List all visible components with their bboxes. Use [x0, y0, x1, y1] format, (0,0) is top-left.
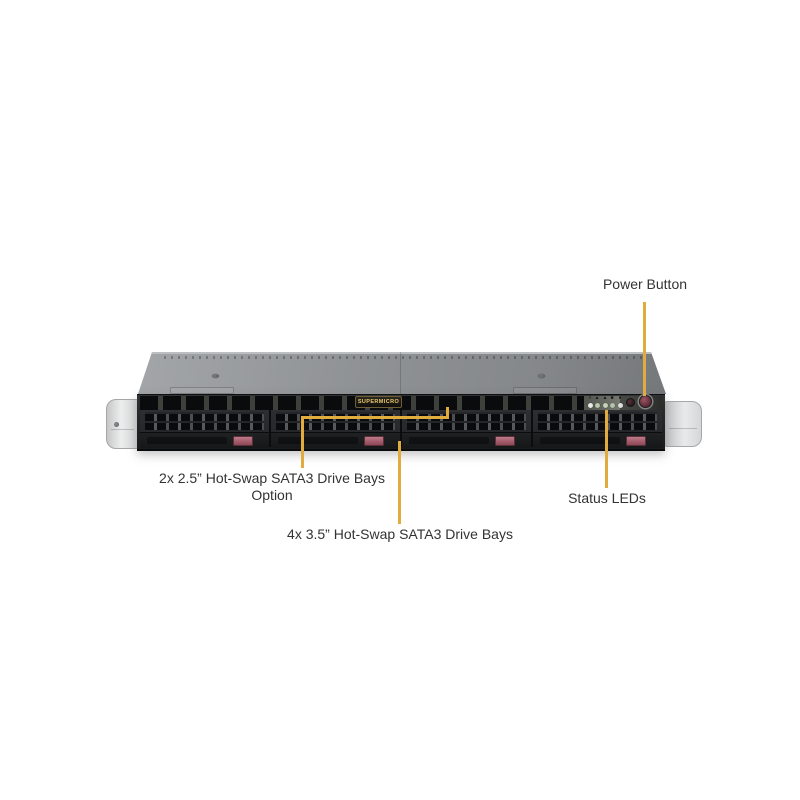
drive-bay-1 — [140, 410, 269, 448]
nic2-activity-led-icon: ■ — [610, 395, 614, 401]
drive-tray-bottom — [271, 432, 400, 448]
status-led-dot — [617, 403, 623, 408]
status-led-dot — [595, 403, 600, 408]
callout-line-35bays — [398, 441, 401, 524]
status-led-dot — [587, 403, 593, 408]
right-ear-crease — [669, 428, 697, 430]
hdd-activity-led-icon: ● — [618, 395, 622, 401]
left-rack-ear — [106, 399, 139, 449]
callout-25bays-label-line1: 2x 2.5” Hot-Swap SATA3 Drive Bays — [159, 470, 385, 486]
left-ear-crease — [111, 428, 134, 430]
supermicro-logo-badge: SUPERMICRO — [355, 396, 402, 408]
lid-back-edge-highlight — [152, 352, 652, 354]
drive-tray-perforations — [538, 412, 657, 431]
power-led-icon: ▲ — [594, 395, 600, 401]
callout-line-25bays-riser — [446, 407, 449, 419]
drive-tray-perforations — [145, 412, 264, 431]
callout-line-25bays-drop — [301, 419, 304, 468]
left-ear-screw-hole — [114, 422, 119, 427]
callout-line-25bays-horizontal — [301, 416, 449, 419]
drive-tray-perforations — [276, 412, 395, 431]
drive-tray-latch — [626, 436, 646, 446]
chassis-front-panel: SUPERMICRO i ▲ ▲ ■ ● — [137, 394, 665, 451]
drive-tray-handle — [540, 437, 620, 444]
drive-tray-handle — [147, 437, 227, 444]
callout-status-leds-label: Status LEDs — [568, 490, 646, 506]
chassis-top-lid — [138, 352, 666, 394]
right-rack-ear — [664, 401, 702, 447]
lid-etched-strip-left — [170, 387, 234, 394]
drive-tray-latch — [233, 436, 253, 446]
callout-35bays-label: 4x 3.5” Hot-Swap SATA3 Drive Bays — [287, 526, 513, 542]
callout-line-power-button — [643, 302, 646, 396]
callout-25bays-label-line2: Option — [251, 487, 293, 503]
drive-tray-bottom — [402, 432, 531, 448]
lid-etched-strip-right — [513, 387, 577, 394]
status-led-dot — [602, 403, 608, 408]
power-button — [639, 395, 652, 408]
reset-button — [626, 398, 635, 407]
status-led-dot — [610, 403, 615, 408]
lid-vent-dots — [164, 356, 644, 359]
drive-tray-handle — [409, 437, 489, 444]
info-led-icon: i — [589, 395, 591, 401]
drive-tray-handle — [278, 437, 358, 444]
drive-tray-bottom — [140, 432, 269, 448]
nic1-activity-led-icon: ▲ — [602, 395, 608, 401]
drive-tray-latch — [364, 436, 384, 446]
callout-line-status-leds — [605, 410, 608, 488]
drive-tray-perforations — [407, 412, 526, 431]
callout-power-button-label: Power Button — [602, 276, 688, 292]
lid-center-seam — [400, 352, 401, 394]
drive-tray-bottom — [533, 432, 662, 448]
lid-screw-left — [212, 374, 219, 378]
lid-screw-right — [538, 374, 545, 378]
drive-bay-4 — [531, 410, 662, 448]
drive-tray-latch — [495, 436, 515, 446]
